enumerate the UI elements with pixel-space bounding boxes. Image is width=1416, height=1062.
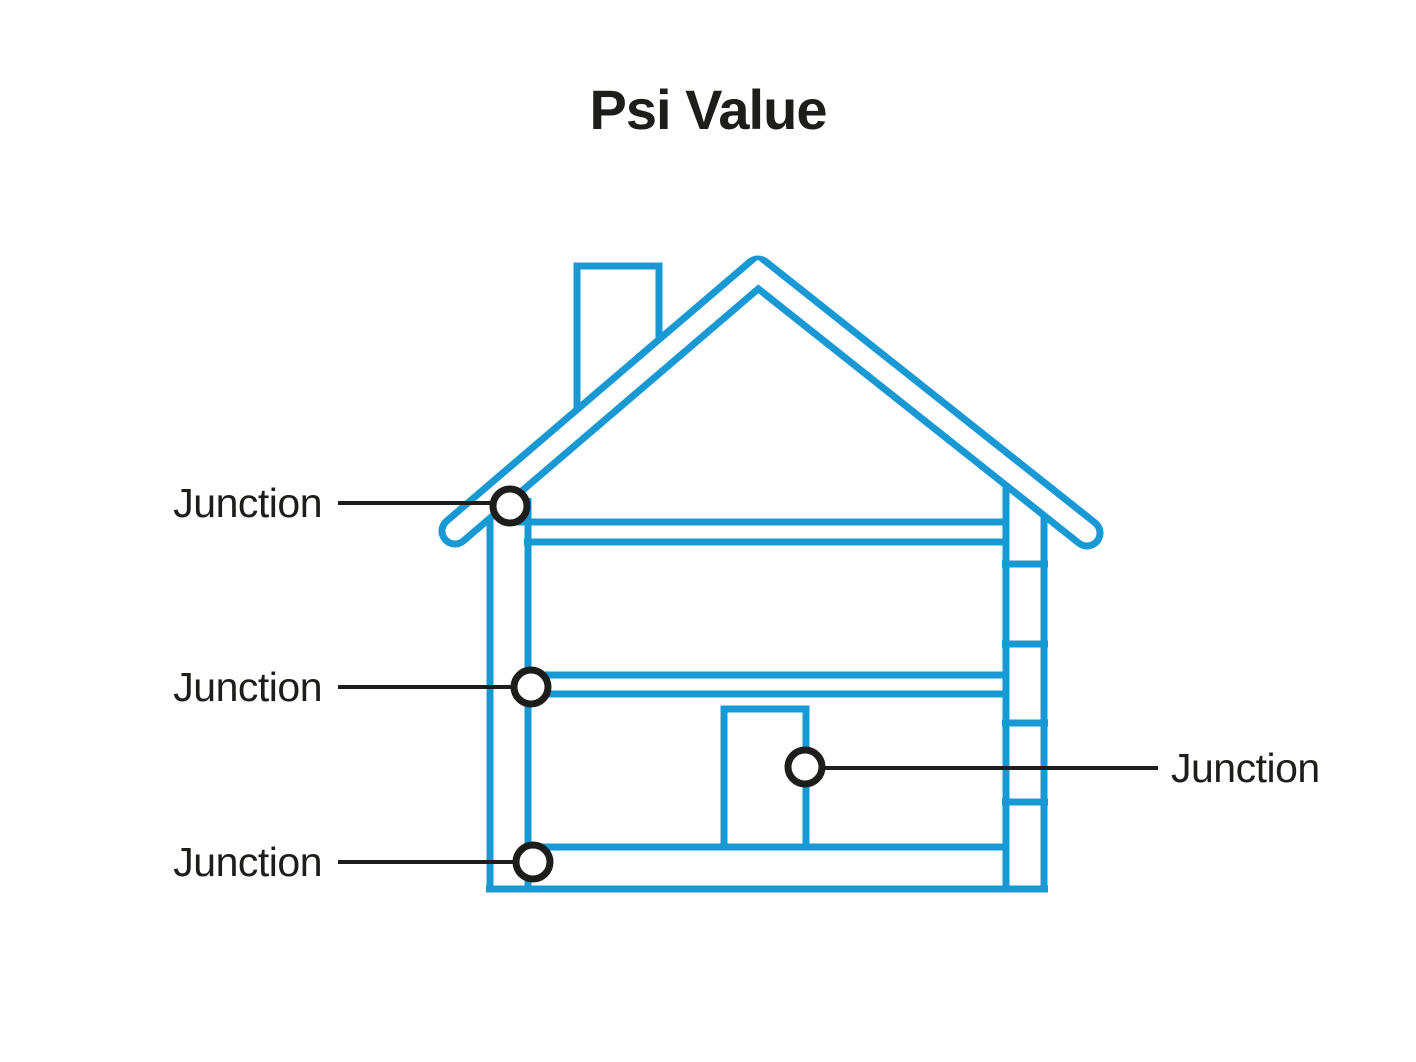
junction-marker-mid-floor bbox=[510, 666, 552, 708]
junction-label-ground-floor: Junction bbox=[173, 839, 322, 885]
diagram-title: Psi Value bbox=[589, 78, 828, 141]
junction-label-roof-eave: Junction bbox=[173, 480, 322, 526]
junction-marker-ground-floor bbox=[512, 841, 554, 883]
junction-marker-roof-eave bbox=[489, 485, 531, 527]
roof-core bbox=[445, 259, 1097, 543]
chimney-outline bbox=[573, 262, 663, 436]
junction-label-mid-floor: Junction bbox=[173, 664, 322, 710]
junction-marker-door bbox=[784, 746, 826, 788]
junction-label-door: Junction bbox=[1171, 745, 1320, 791]
roof-outline bbox=[438, 255, 1104, 550]
